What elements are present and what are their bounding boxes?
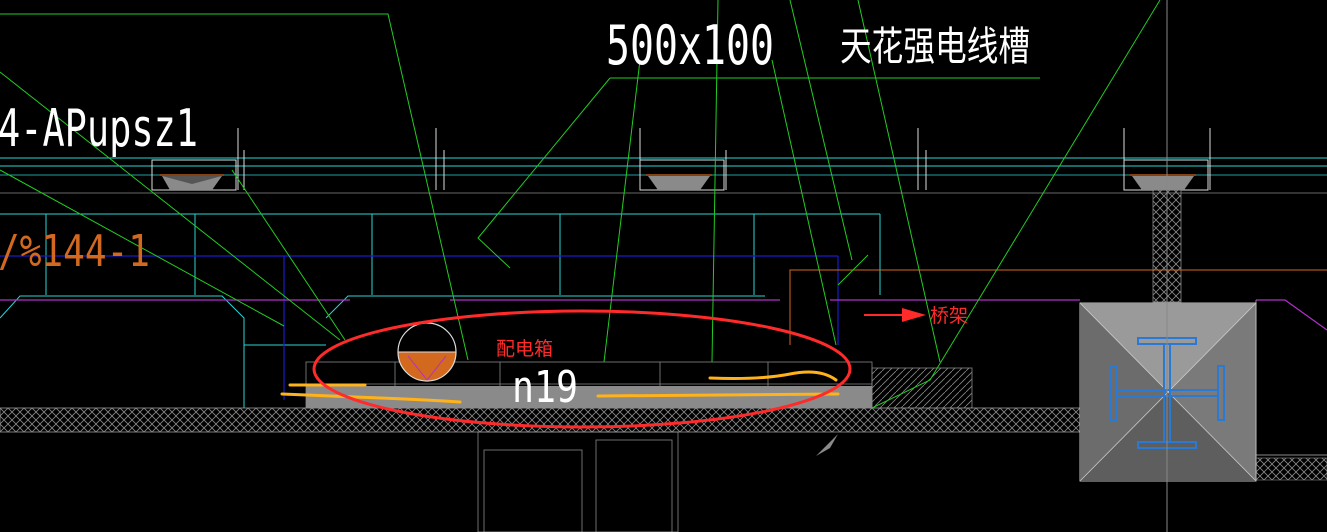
light-fixture-2[interactable] [639, 128, 727, 191]
junction-box-symbol[interactable] [397, 322, 457, 382]
green-leader-lines [0, 0, 1161, 409]
bottom-reference-label: /%144-1 [0, 226, 150, 277]
yellow-markup-strokes [280, 370, 840, 404]
orange-conduit [789, 269, 1327, 345]
distribution-box-annotation: 配电箱 [496, 338, 553, 360]
magenta-lines [0, 299, 1327, 331]
light-fixture-3[interactable] [1123, 128, 1211, 191]
cable-tray-annotation: 桥架 [930, 305, 968, 327]
tray-dimension-label: 500x100 [606, 14, 774, 77]
hanger-rods [435, 128, 927, 190]
circuit-reference-label: 4-APupsz1 [0, 99, 198, 159]
steel-column[interactable] [1079, 302, 1257, 482]
box-tag-label: n19 [512, 362, 578, 413]
red-markup-ellipse[interactable] [312, 309, 852, 429]
tray-name-label: 天花强电线槽 [840, 24, 1030, 70]
cursor-icon [816, 434, 838, 456]
red-arrow-icon [864, 308, 926, 322]
cyan-duct-outline [0, 214, 881, 408]
